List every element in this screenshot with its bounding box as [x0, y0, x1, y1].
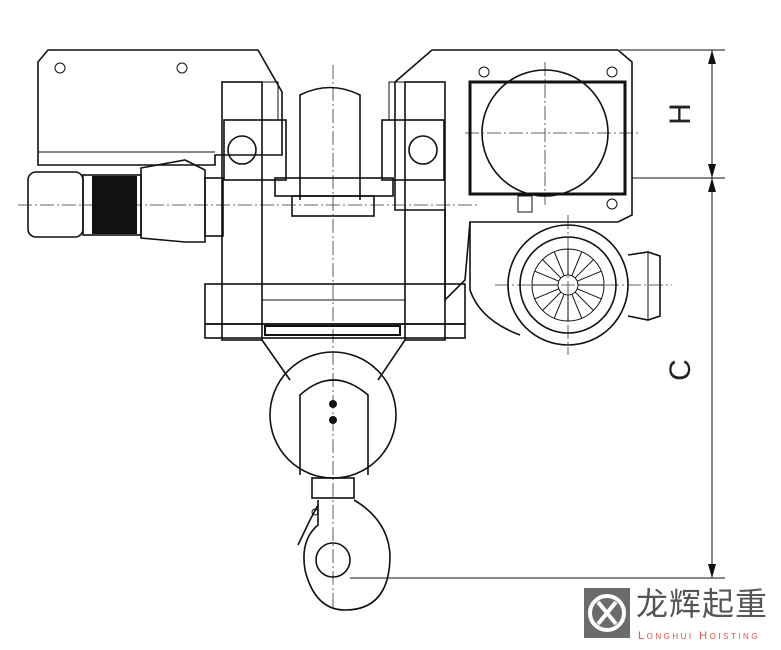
fan-spoke	[542, 259, 562, 279]
fan-spoke	[542, 291, 562, 311]
dimension-label-c: C	[664, 359, 697, 381]
fan-spoke	[574, 259, 594, 279]
logo-english-name: Longhui Hoisting	[638, 630, 761, 642]
dimension-label-h: H	[664, 103, 697, 125]
left-motor	[27, 159, 224, 243]
fan-spoke	[577, 270, 602, 282]
right-hoist-box	[394, 49, 633, 336]
fan-spoke	[534, 288, 559, 300]
pulley-block	[261, 339, 406, 499]
fan-spoke	[574, 291, 594, 311]
hook	[297, 499, 391, 611]
fan-spoke	[571, 251, 583, 276]
fan-motor	[507, 224, 661, 346]
crossbar	[204, 283, 466, 339]
fan-spoke	[534, 270, 559, 282]
left-trolley-frame	[37, 49, 283, 166]
dimension-lines: H C	[350, 49, 725, 579]
logo-mark-icon	[584, 588, 630, 638]
fan-spoke	[553, 294, 565, 319]
fan-spoke	[553, 251, 565, 276]
center-beam	[274, 86, 394, 217]
side-plates	[221, 81, 446, 341]
fan-spoke	[577, 288, 602, 300]
logo-chinese-name: 龙辉起重	[636, 586, 769, 622]
fan-spoke	[571, 294, 583, 319]
company-logo: 龙辉起重 Longhui Hoisting	[584, 586, 779, 646]
